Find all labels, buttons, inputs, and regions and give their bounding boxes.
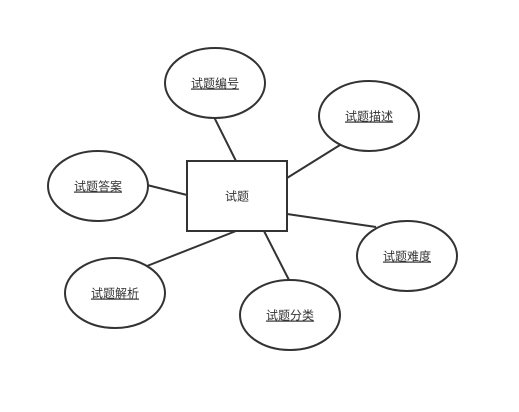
edge-id (213, 116, 237, 162)
attribute-ellipse (47, 150, 149, 222)
attribute-ellipse (356, 220, 458, 292)
attribute-desc[interactable]: 试题描述 (318, 80, 420, 152)
attribute-difficulty[interactable]: 试题难度 (356, 220, 458, 292)
attribute-id[interactable]: 试题编号 (164, 47, 266, 119)
attribute-label: 试题描述 (345, 109, 393, 124)
edge-difficulty (286, 213, 377, 228)
edges (146, 116, 377, 281)
attribute-label: 试题答案 (74, 179, 122, 194)
entity-box (186, 160, 288, 232)
edge-category (263, 230, 290, 281)
edge-analysis (146, 230, 237, 267)
attribute-answer[interactable]: 试题答案 (47, 150, 149, 222)
attribute-label: 试题编号 (191, 76, 239, 91)
edge-answer (146, 184, 188, 196)
attribute-category[interactable]: 试题分类 (239, 279, 341, 351)
entity-label: 试题 (225, 189, 249, 204)
attribute-ellipse (64, 257, 166, 329)
attribute-label: 试题难度 (383, 249, 431, 264)
attribute-label: 试题分类 (266, 308, 314, 323)
attribute-ellipse (239, 279, 341, 351)
attribute-ellipse (164, 47, 266, 119)
entity-shiti[interactable]: 试题 (186, 160, 288, 232)
attribute-ellipse (318, 80, 420, 152)
edge-desc (286, 144, 341, 179)
attribute-analysis[interactable]: 试题解析 (64, 257, 166, 329)
attribute-label: 试题解析 (91, 286, 139, 301)
